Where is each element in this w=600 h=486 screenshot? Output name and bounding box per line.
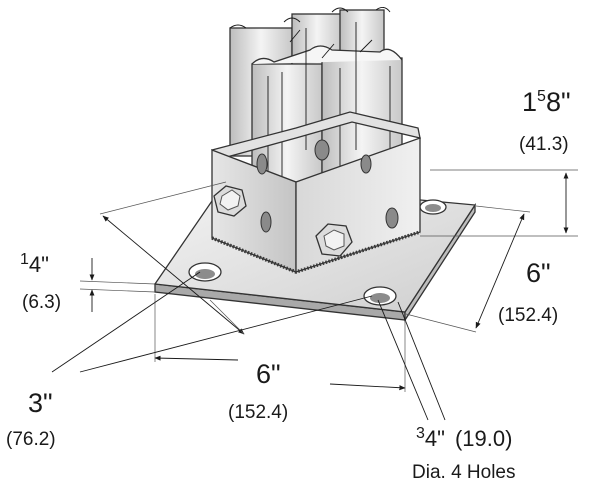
label-edge-offset: 3" (76.2) [6,388,56,450]
hole-metric: (19.0) [455,426,512,451]
plate-thickness-metric: (6.3) [22,292,61,313]
plate-thickness-num: 1 [20,251,29,268]
plate-width-metric: (152.4) [228,402,288,423]
bolt-left [213,185,247,217]
flange-height-whole: 1 [522,87,537,117]
svg-text:34"(19.0): 34" (19.0) [416,425,512,451]
plate-width-imperial: 6" [256,359,281,389]
bolt-right [315,223,353,257]
plate-thickness-den: 4" [29,252,49,277]
plate-depth-imperial: 6" [526,258,551,288]
flange-height-num: 5 [537,88,546,105]
hole-note: Dia. 4 Holes [412,462,516,483]
edge-offset-imperial: 3" [28,388,53,418]
flange-height-den: 8" [546,87,571,117]
label-flange-height: 158" (41.3) [519,87,571,155]
flange-height-metric: (41.3) [519,134,569,155]
hole-num: 3 [416,425,425,442]
plate-depth-metric: (152.4) [498,305,558,326]
svg-text:14": 14" [20,251,49,277]
label-hole: 34" (19.0) Dia. 4 Holes [412,425,516,483]
label-plate-depth: 6" (152.4) [498,258,558,326]
edge-offset-metric: (76.2) [6,429,56,450]
label-plate-thickness: 14" (6.3) [20,251,61,313]
svg-text:158": 158" [522,87,571,117]
dimension-lines [51,169,578,421]
label-plate-width: 6" (152.4) [228,359,288,423]
hole-den: 4" [425,426,445,451]
